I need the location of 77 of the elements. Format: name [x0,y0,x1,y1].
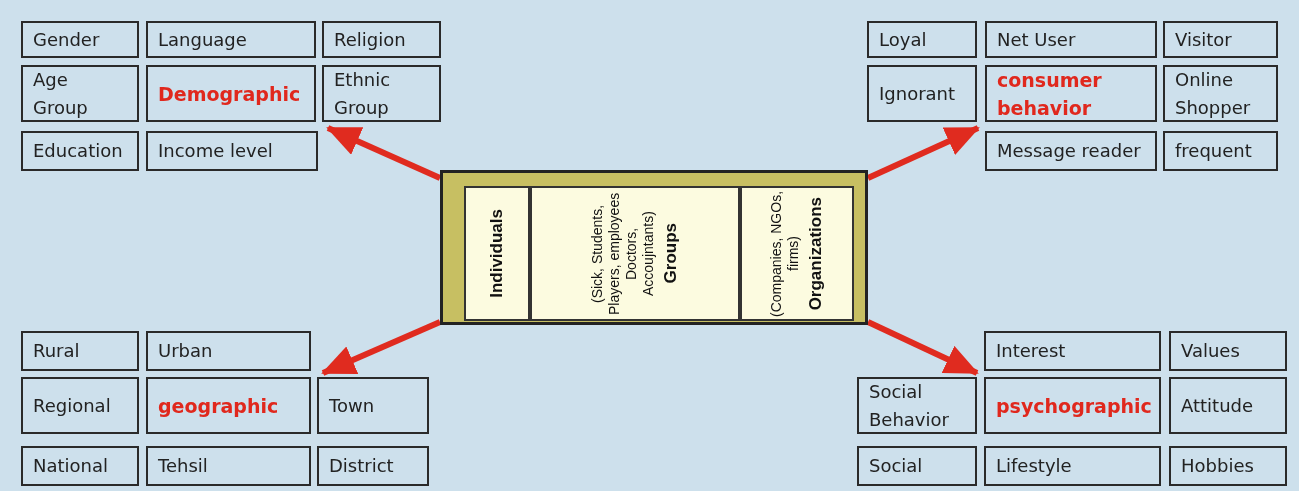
attribute-box [146,446,311,486]
attribute-box [1169,446,1287,486]
attribute-label: Language [158,27,247,52]
attribute-box [984,331,1161,371]
arrow [326,125,442,181]
attribute-box [21,65,139,122]
attribute-label: Gender [33,27,100,52]
attribute-label: Religion [334,27,406,52]
category-label: psychographic [996,393,1152,419]
attribute-label: Ignorant [879,81,956,106]
attribute-label: Regional [33,393,111,418]
attribute-label: Loyal [879,27,927,52]
attribute-label: Attitude [1181,393,1254,418]
category-label: consumer behavior [997,67,1103,121]
attribute-box [317,377,429,434]
attribute-box [867,65,977,122]
attribute-box [1163,21,1278,58]
attribute-label: Visitor [1175,27,1232,52]
attribute-label: Age Group [33,67,89,120]
attribute-box [21,21,139,58]
attribute-label: Lifestyle [996,454,1072,478]
arrow [866,319,979,376]
attribute-box [146,131,318,171]
attribute-box [985,131,1157,171]
attribute-label: Interest [996,339,1066,363]
attribute-box [21,131,139,171]
attribute-box [21,331,139,371]
attribute-box [146,21,316,58]
attribute-label: National [33,454,108,478]
attribute-box [1169,331,1287,371]
attribute-label: Hobbies [1181,454,1254,478]
attribute-label: Town [329,393,375,418]
attribute-label: District [329,454,394,478]
segment-title: Organizations [806,196,826,311]
category-box [146,65,316,122]
attribute-label: Urban [158,339,213,363]
segment-cell [740,186,854,321]
attribute-box [322,65,441,122]
segment-cell [464,186,530,321]
attribute-box [857,377,977,434]
attribute-label: Social [869,454,923,478]
segment-cell [530,186,740,321]
attribute-box [21,377,139,434]
attribute-box [1163,65,1278,122]
attribute-box [21,446,139,486]
segment-title: Groups [661,223,681,284]
segment-title: Individuals [487,209,507,298]
attribute-box [867,21,977,58]
attribute-label: Social Behavior [869,379,950,432]
attribute-label: Net User [997,27,1076,52]
attribute-label: Income level [158,139,273,163]
attribute-box [1169,377,1287,434]
attribute-label: Values [1181,339,1240,363]
arrow [321,319,442,376]
category-label: geographic [158,393,279,419]
arrow [866,125,980,181]
attribute-box [985,21,1157,58]
attribute-label: Rural [33,339,80,363]
segment-examples: (Companies, NGOs, firms) [768,189,802,318]
attribute-label: Ethnic Group [334,67,392,120]
attribute-label: Online Shopper [1175,67,1252,120]
segment-examples: (Sick, Students, Players, employees Doctors, Accoujntants) [589,191,657,317]
attribute-box [984,446,1161,486]
center-box [440,170,868,325]
attribute-box [1163,131,1278,171]
category-box [146,377,311,434]
category-label: Demographic [158,81,301,107]
attribute-label: Education [33,139,123,163]
attribute-label: Message reader [997,139,1141,163]
attribute-label: frequent [1175,139,1252,163]
attribute-box [857,446,977,486]
attribute-box [146,331,311,371]
category-box [985,65,1157,122]
category-box [984,377,1161,434]
attribute-box [322,21,441,58]
attribute-label: Tehsil [158,454,208,478]
attribute-box [317,446,429,486]
